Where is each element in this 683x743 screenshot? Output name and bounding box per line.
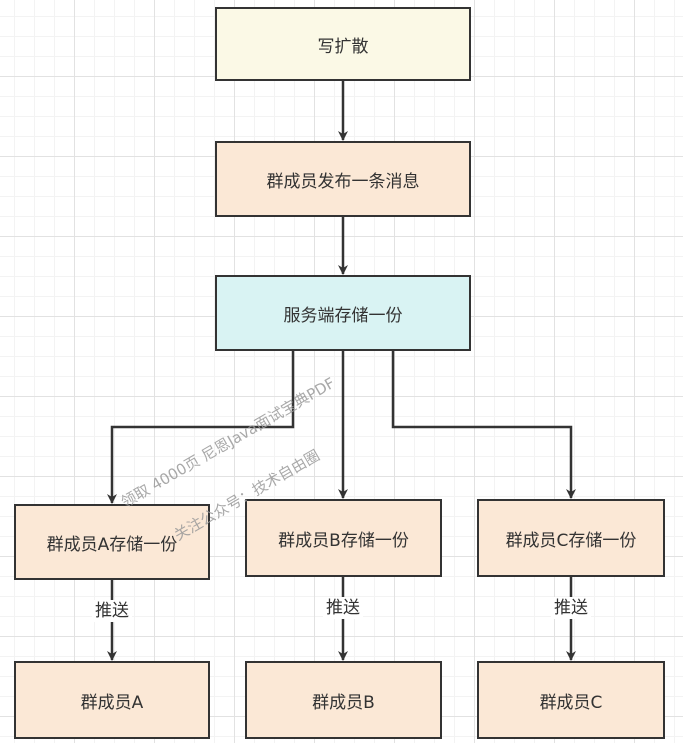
store-b-node: 群成员B存储一份 xyxy=(245,499,442,577)
member-a-node: 群成员A xyxy=(14,661,210,739)
store-c-node: 群成员C存储一份 xyxy=(477,499,665,577)
arrow-server-to-store-a xyxy=(107,350,295,504)
push-label-c: 推送 xyxy=(551,597,591,619)
write-diffusion-node: 写扩散 xyxy=(215,7,471,81)
member-publish-node: 群成员发布一条消息 xyxy=(215,141,471,217)
push-label-b: 推送 xyxy=(323,597,363,619)
member-b-node: 群成员B xyxy=(245,661,442,739)
member-c-node: 群成员C xyxy=(477,661,665,739)
store-a-node: 群成员A存储一份 xyxy=(14,504,210,580)
arrow-server-to-store-c xyxy=(391,350,576,499)
server-store-node: 服务端存储一份 xyxy=(215,275,471,351)
push-label-a: 推送 xyxy=(92,600,132,622)
